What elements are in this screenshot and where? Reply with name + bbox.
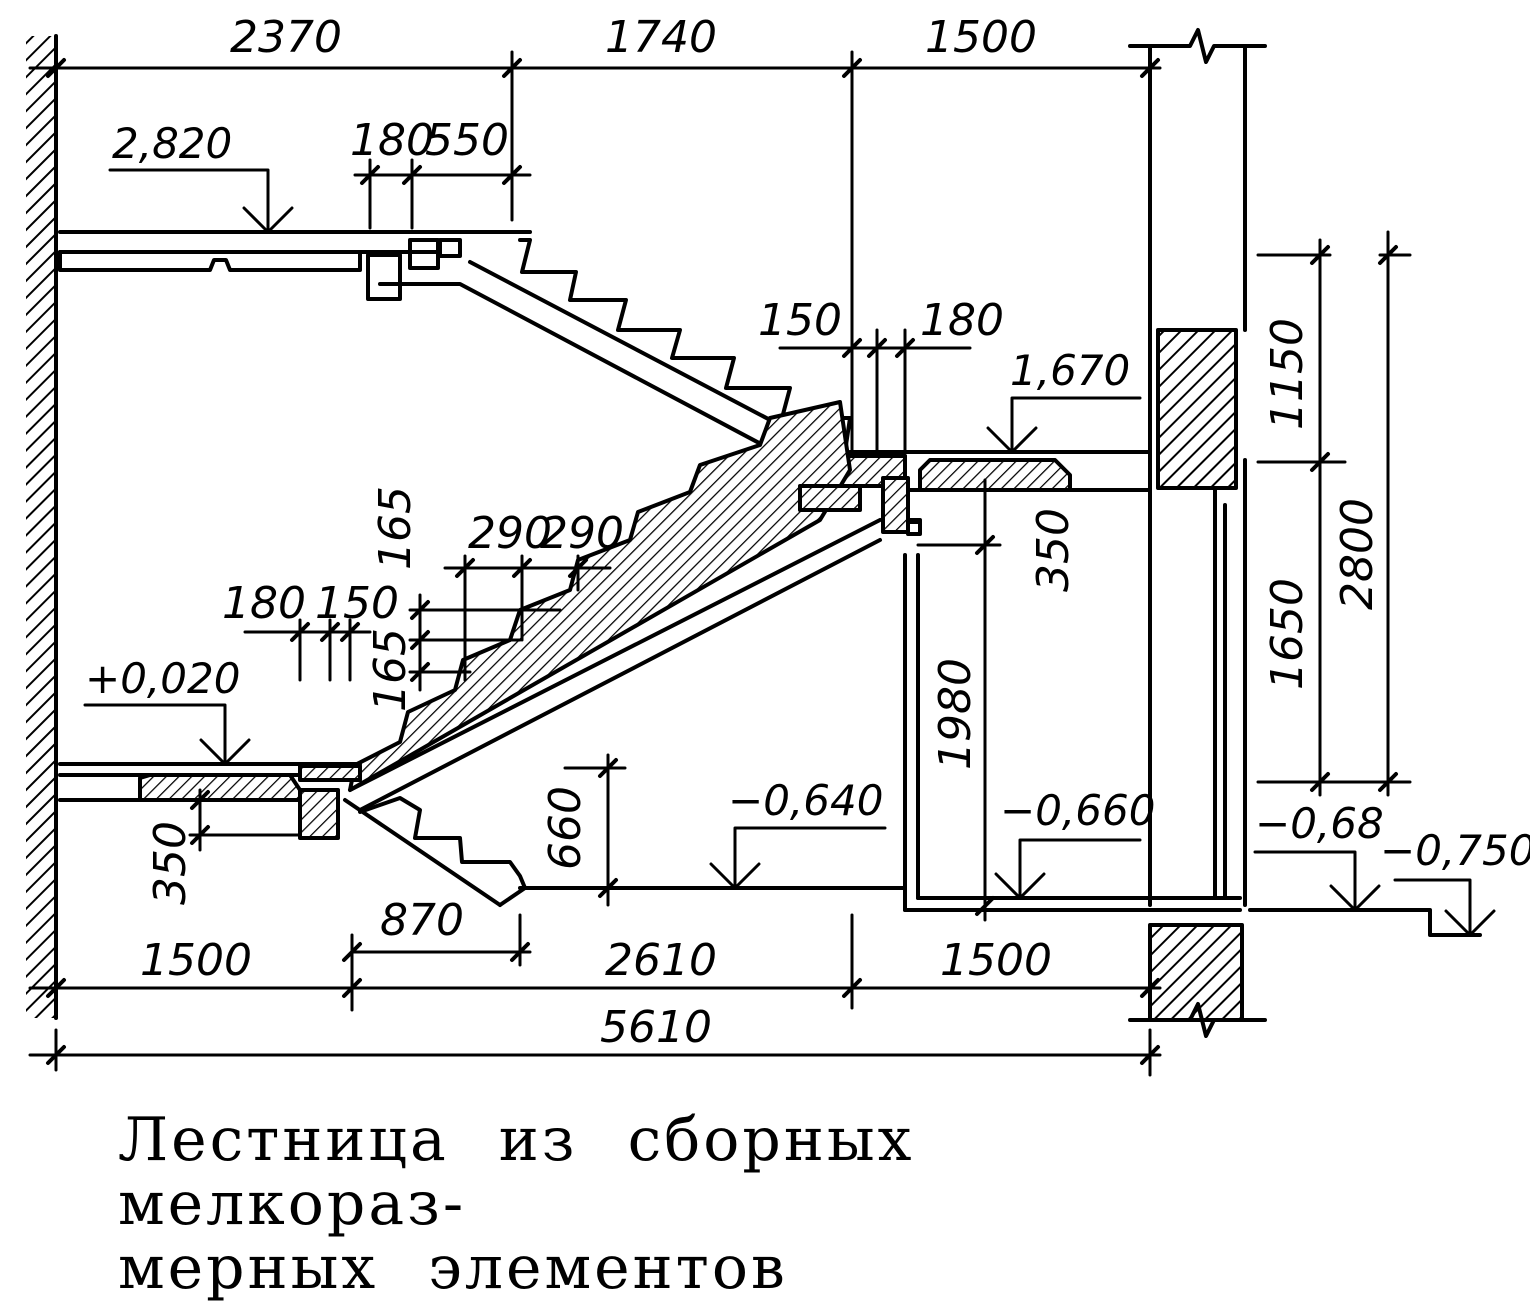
figure-caption: Лестница из сборных мелкораз- мерных эле… [118, 1108, 1298, 1300]
level-entry-floor: +0,020 [85, 654, 240, 703]
dim-riser-mid: 165 [365, 628, 416, 712]
middle-landing [838, 450, 1152, 536]
dim-right-2800: 2800 [1332, 498, 1383, 610]
level-threshold: −0,68 [1255, 799, 1384, 848]
dim-height-1980: 1980 [930, 658, 981, 770]
upper-floor-slab [58, 230, 532, 301]
lower-stair-flight [348, 400, 882, 812]
dimension-lines [28, 50, 1412, 1077]
level-landing: 1,670 [1010, 346, 1130, 395]
dim-top-1500: 1500 [925, 12, 1037, 63]
caption-line-1: Лестница из сборных мелкораз- [118, 1105, 915, 1239]
dim-bottom-1500-right: 1500 [940, 935, 1052, 986]
dim-right-1650: 1650 [1262, 578, 1313, 690]
dim-lower-150: 150 [315, 578, 399, 629]
dim-height-660: 660 [540, 786, 591, 870]
dim-lower-180: 180 [222, 578, 306, 629]
basement-stair-flight [343, 796, 527, 907]
level-vestibule: −0,660 [1000, 786, 1155, 835]
dim-landing-180: 180 [920, 295, 1004, 346]
dim-right-1150: 1150 [1262, 318, 1313, 430]
level-outside: −0,750 [1380, 826, 1530, 875]
dim-top-1740: 1740 [605, 12, 717, 63]
dim-riser-top: 165 [370, 486, 421, 570]
dim-landing-150: 150 [758, 295, 842, 346]
level-markers [83, 168, 1496, 937]
entry-floor-slab [58, 762, 362, 840]
level-lower-floor: −0,640 [728, 776, 883, 825]
dim-total-5610: 5610 [600, 1002, 712, 1053]
left-wall [26, 34, 58, 1020]
dim-bottom-2610: 2610 [605, 935, 717, 986]
dim-slab-350-left: 350 [145, 821, 196, 905]
level-upper-floor: 2,820 [112, 119, 232, 168]
dim-top-2370: 2370 [230, 12, 342, 63]
lower-floor [518, 553, 1482, 937]
dim-bottom-870: 870 [380, 895, 464, 946]
caption-line-2: мерных элементов [118, 1233, 788, 1303]
dim-upper-550: 550 [425, 115, 509, 166]
dimension-labels: 2370 1740 1500 180 550 150 180 290 290 1… [140, 12, 1383, 1053]
dim-upper-180: 180 [350, 115, 434, 166]
dim-tread-1: 290 [468, 508, 552, 559]
dim-bottom-1500-left: 1500 [140, 935, 252, 986]
staircase-section-drawing: 2370 1740 1500 180 550 150 180 290 290 1… [26, 12, 1530, 1077]
right-wall [1128, 28, 1267, 1038]
dim-slab-350-right: 350 [1028, 508, 1079, 592]
dim-tread-2: 290 [540, 508, 624, 559]
level-labels: 2,820 1,670 +0,020 −0,640 −0,660 −0,68 −… [85, 119, 1530, 875]
